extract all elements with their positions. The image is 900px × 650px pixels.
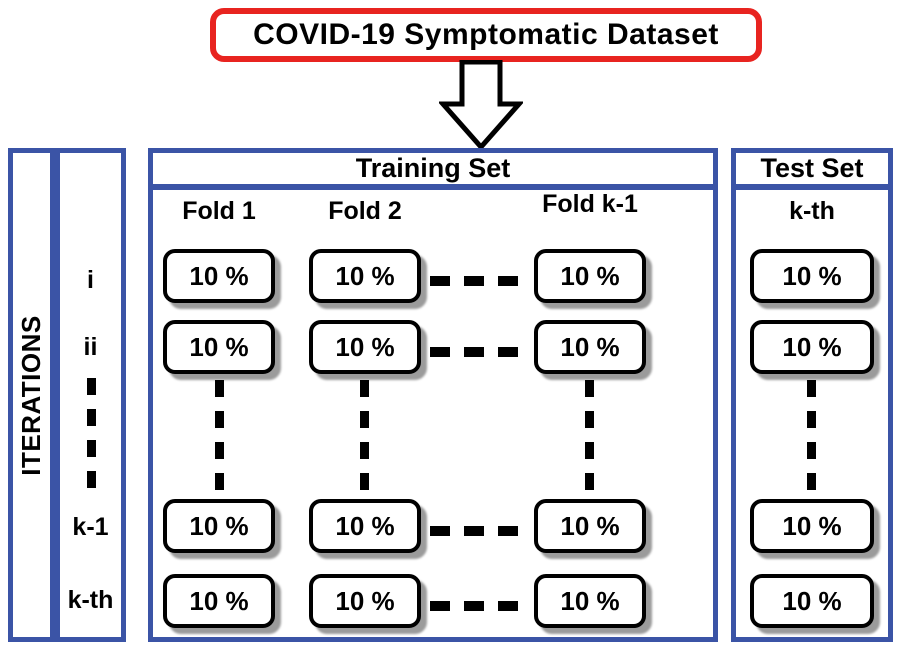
iterations-rows-panel	[55, 148, 126, 642]
test-set-header: Test Set	[736, 153, 888, 190]
cell-fold2-row-kth: 10 %	[309, 574, 421, 628]
row-kth-ellipsis-dashes	[430, 601, 520, 611]
iteration-row-label-kth: k-th	[67, 586, 114, 614]
test-ellipsis-dashes	[807, 380, 816, 493]
training-set-title: Training Set	[355, 153, 511, 183]
cell-fold2-row-ii: 10 %	[309, 320, 421, 374]
test-fold-kth-label: k-th	[789, 197, 835, 225]
cell-fold1-row-i: 10 %	[163, 249, 275, 303]
cell-foldk1-row-k1: 10 %	[534, 499, 646, 553]
cell-test-row-i: 10 %	[750, 249, 874, 303]
dataset-title-box: COVID-19 Symptomatic Dataset	[210, 8, 762, 62]
cell-test-row-ii: 10 %	[750, 320, 874, 374]
iteration-row-label-i: i	[87, 266, 94, 294]
fold-2-label: Fold 2	[328, 197, 402, 225]
cell-fold2-row-i: 10 %	[309, 249, 421, 303]
cell-foldk1-row-i: 10 %	[534, 249, 646, 303]
cell-fold1-row-kth: 10 %	[163, 574, 275, 628]
cell-fold1-row-ii: 10 %	[163, 320, 275, 374]
row-ii-ellipsis-dashes	[430, 347, 520, 357]
iteration-row-label-k1: k-1	[72, 513, 109, 541]
cell-foldk1-row-ii: 10 %	[534, 320, 646, 374]
foldk1-ellipsis-dashes	[585, 380, 594, 493]
row-k1-ellipsis-dashes	[430, 526, 520, 536]
iteration-row-label-ii: ii	[83, 333, 98, 361]
training-set-panel: Training Set	[148, 148, 718, 642]
down-arrow-icon	[439, 60, 523, 150]
iterations-ellipsis-dashes	[87, 378, 96, 496]
dataset-title: COVID-19 Symptomatic Dataset	[253, 18, 719, 51]
cell-foldk1-row-kth: 10 %	[534, 574, 646, 628]
iterations-axis-label: ITERATIONS	[16, 314, 46, 476]
fold-1-label: Fold 1	[182, 197, 256, 225]
cell-test-row-kth: 10 %	[750, 574, 874, 628]
fold1-ellipsis-dashes	[215, 380, 224, 493]
fold2-ellipsis-dashes	[360, 380, 369, 493]
fold-k1-label: Fold k-1	[542, 190, 638, 218]
cell-test-row-k1: 10 %	[750, 499, 874, 553]
row-i-ellipsis-dashes	[430, 276, 520, 286]
iterations-axis-panel: ITERATIONS	[8, 148, 55, 642]
cell-fold2-row-k1: 10 %	[309, 499, 421, 553]
test-set-title: Test Set	[760, 153, 864, 183]
training-set-header: Training Set	[153, 153, 713, 190]
cell-fold1-row-k1: 10 %	[163, 499, 275, 553]
